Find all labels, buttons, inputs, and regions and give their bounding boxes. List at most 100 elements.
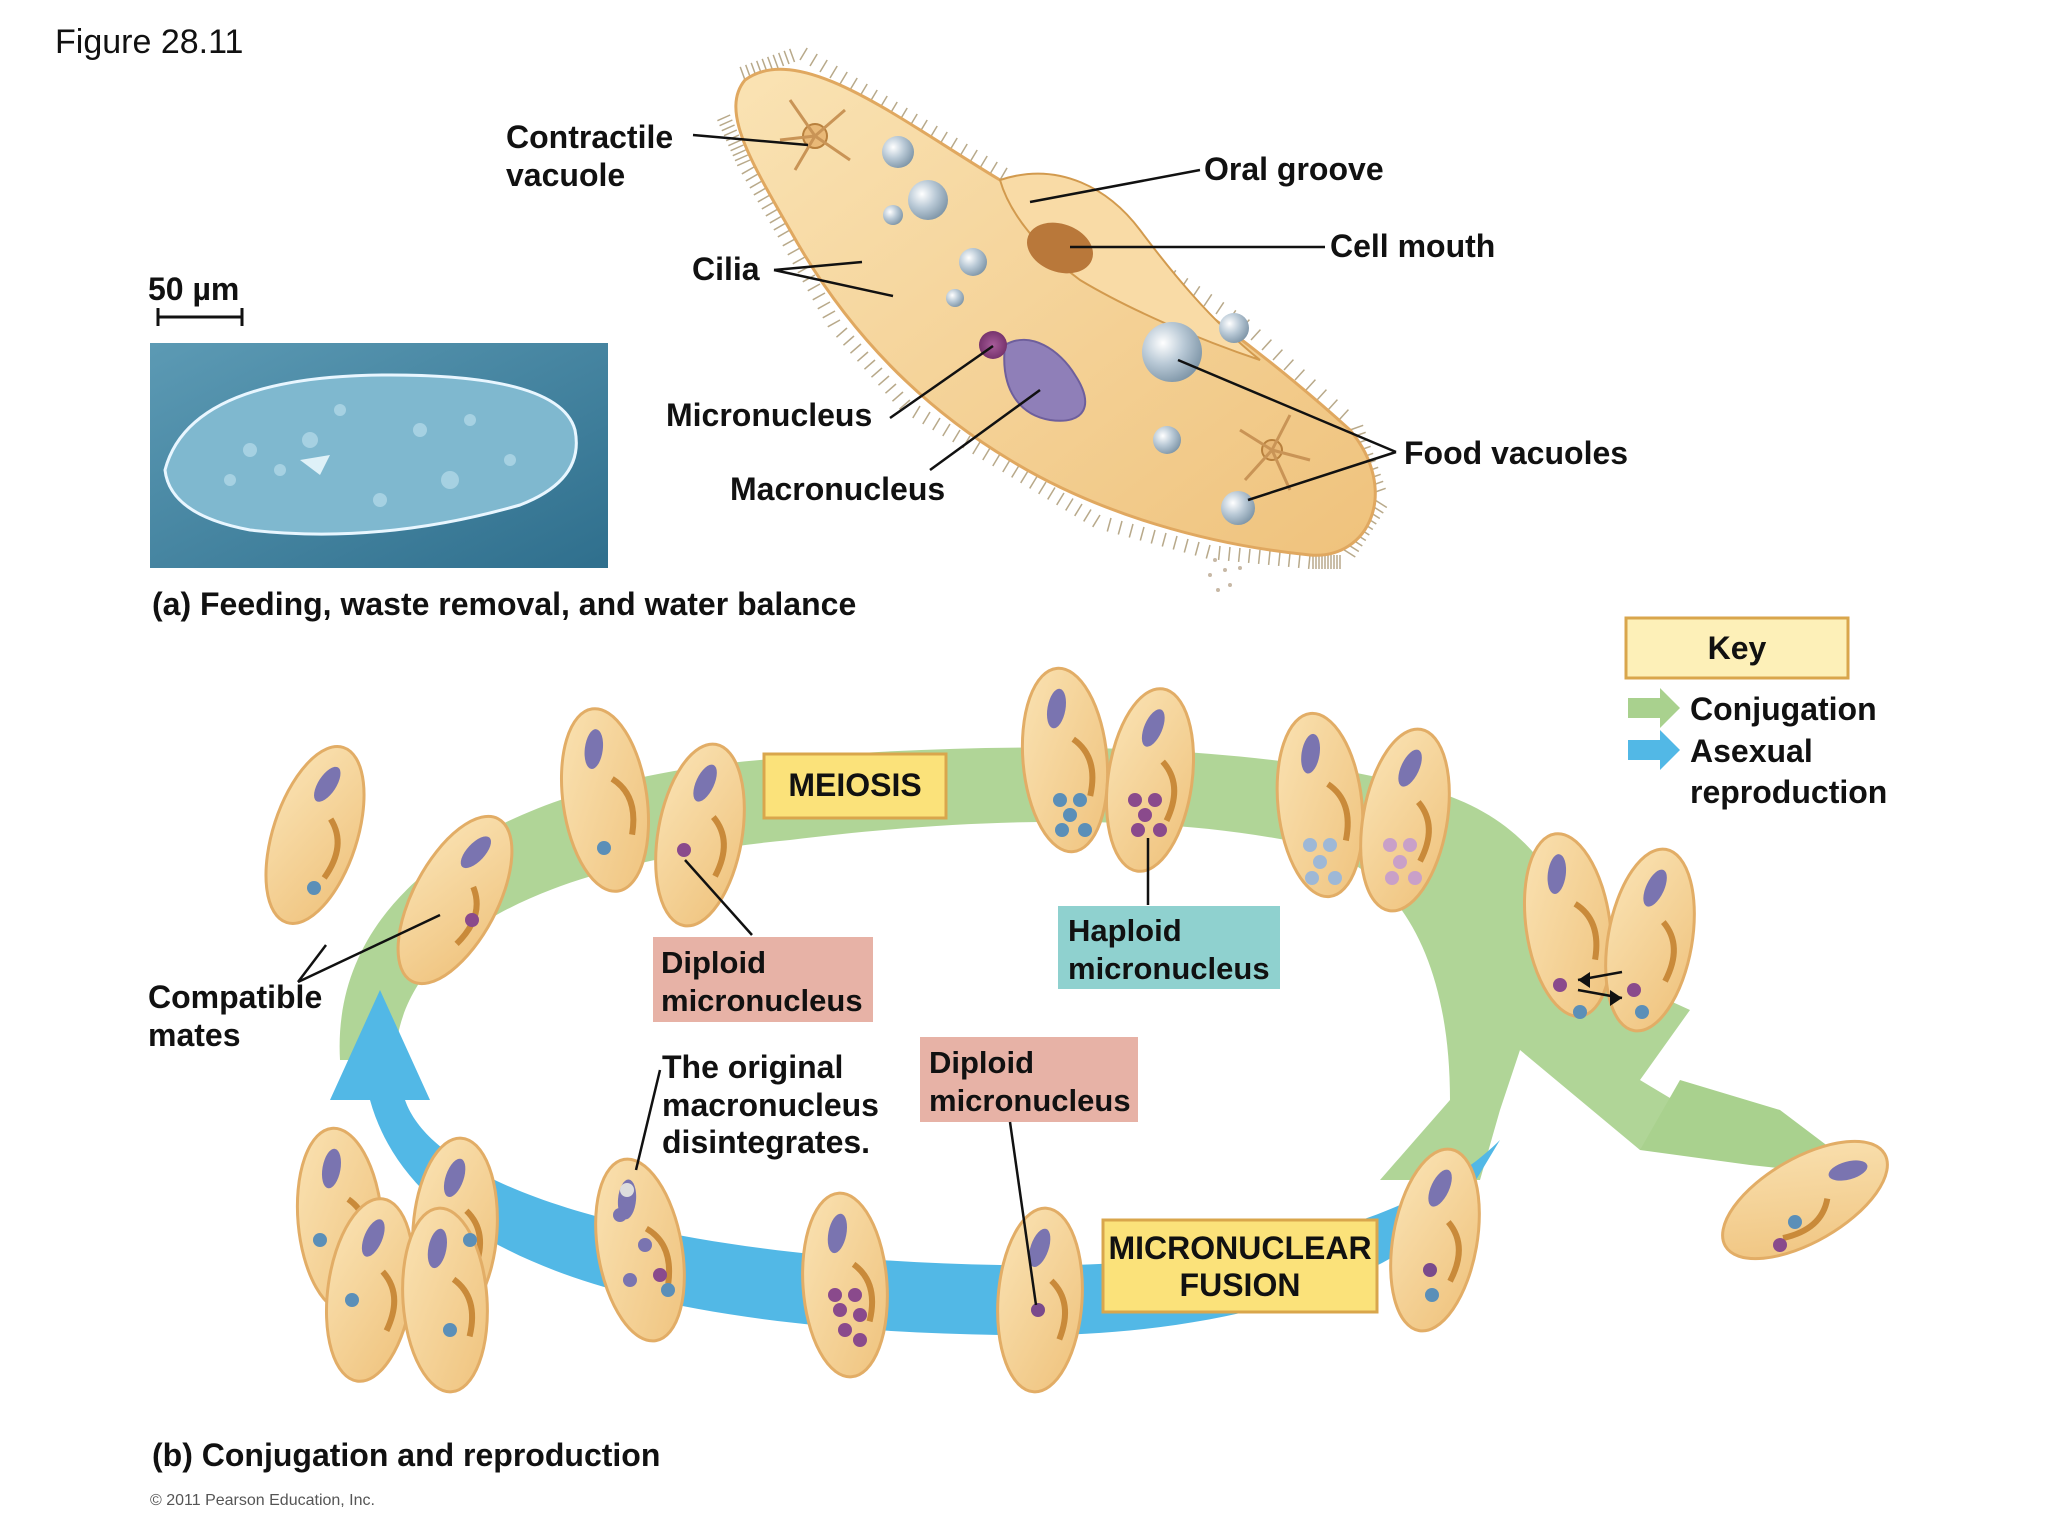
nucleus-dot [313,1233,327,1247]
nucleus-dot [443,1323,457,1337]
original-line1: The original [662,1049,843,1085]
leader-compatible-mates-2 [297,913,441,984]
copyright: © 2011 Pearson Education, Inc. [150,1492,375,1509]
key-asexual-arrow [1628,730,1680,770]
cilium [1283,359,1294,371]
cilium [1227,546,1231,562]
label-macronucleus: Macronucleus [730,471,945,507]
nucleus-dot [1635,1005,1649,1019]
cilium [723,129,738,137]
scale-bar-label: 50 µm [148,271,239,307]
nucleus-dot [653,1268,667,1282]
cilium [745,173,759,182]
nucleus-dot [1383,838,1397,852]
cilium [1194,541,1200,556]
small-paramecium [797,1190,894,1379]
cilium [1172,535,1178,550]
cilium [1002,459,1011,473]
nucleus-dot [677,843,691,857]
cilium [1307,554,1311,570]
nucleus-dot [638,1238,652,1252]
leader-diploid-2 [1008,1121,1038,1306]
cilium [1257,549,1261,565]
nucleus-dots [307,793,1802,1347]
cilium [856,351,869,362]
cilium [1117,520,1123,535]
label-compatible-mates-2: mates [148,1017,241,1053]
cilium [1215,301,1225,315]
leader-diploid-1 [684,859,753,936]
cell-mouth [1027,222,1093,274]
haploid-box: Haploid micronucleus [1058,906,1280,989]
label-food-vacuoles: Food vacuoles [1404,435,1628,471]
cilium [1247,548,1251,564]
cilium [778,52,785,67]
food-vacuoles [882,136,1255,525]
cilium [942,423,951,437]
cilium [863,359,876,370]
nucleus-dot [1573,1005,1587,1019]
fusion-box: MICRONUCLEAR FUSION [1101,1218,1379,1314]
cilium [1011,465,1020,478]
nucleus-dot [620,1183,634,1197]
diploid-1-line2: micronucleus [661,983,863,1018]
cilium [1237,547,1241,563]
nucleus-dot [1305,871,1319,885]
fusion-line2: FUSION [1180,1267,1301,1303]
cilium [1272,349,1283,361]
cilium [839,71,848,85]
cilium [1250,329,1261,341]
micronucleus [979,331,1007,359]
label-cell-mouth: Cell mouth [1330,228,1495,264]
diploid-box-2: Diploid micronucleus [920,1037,1138,1122]
nucleus-dot [1031,1303,1045,1317]
cilium [1038,481,1047,495]
cilium [819,59,828,73]
small-paramecium [583,1152,698,1348]
leader-oral-groove [1029,168,1201,204]
cilium [1277,551,1281,567]
cilium [1267,550,1271,566]
nucleus-dot [1773,1238,1787,1252]
original-line2: macronucleus [662,1087,879,1123]
cilium [829,65,838,79]
nucleus-dot [1303,838,1317,852]
label-cilia: Cilia [692,251,760,287]
nucleus-dot [1385,871,1399,885]
cilium [761,201,775,210]
nucleus-dot [1138,808,1152,822]
cilium [739,66,746,81]
nucleus-dot [345,1293,359,1307]
nucleus-dot [1131,823,1145,837]
nucleus-dot [1408,871,1422,885]
leader-food-vacuoles-1 [1177,358,1397,454]
cilium [835,327,848,338]
cilium [1047,487,1056,500]
paramecium-illustration [717,47,1388,592]
cilium [842,335,855,346]
nucleus-dot [1553,978,1567,992]
cilium [1217,545,1221,561]
cilium [1161,532,1167,547]
cilium [728,139,742,147]
cilium [969,149,978,163]
leader-contractile-vacuole [692,133,809,147]
cilium [753,187,767,196]
cilium [1316,389,1327,401]
nucleus-dot [1078,823,1092,837]
haploid-line1: Haploid [1068,913,1182,948]
cilium [719,119,733,127]
cilium [773,222,787,231]
cilium [1305,379,1316,391]
scale-bar [156,308,244,326]
nucleus-dot [661,1283,675,1297]
cilium [1203,293,1213,307]
cilium [782,238,796,247]
cilium [1374,499,1388,509]
cilium [1083,509,1092,522]
cilium [817,301,831,310]
caption-panel-b: (b) Conjugation and reproduction [152,1437,660,1473]
cilium [1338,409,1349,421]
small-paramecium [1096,683,1205,877]
